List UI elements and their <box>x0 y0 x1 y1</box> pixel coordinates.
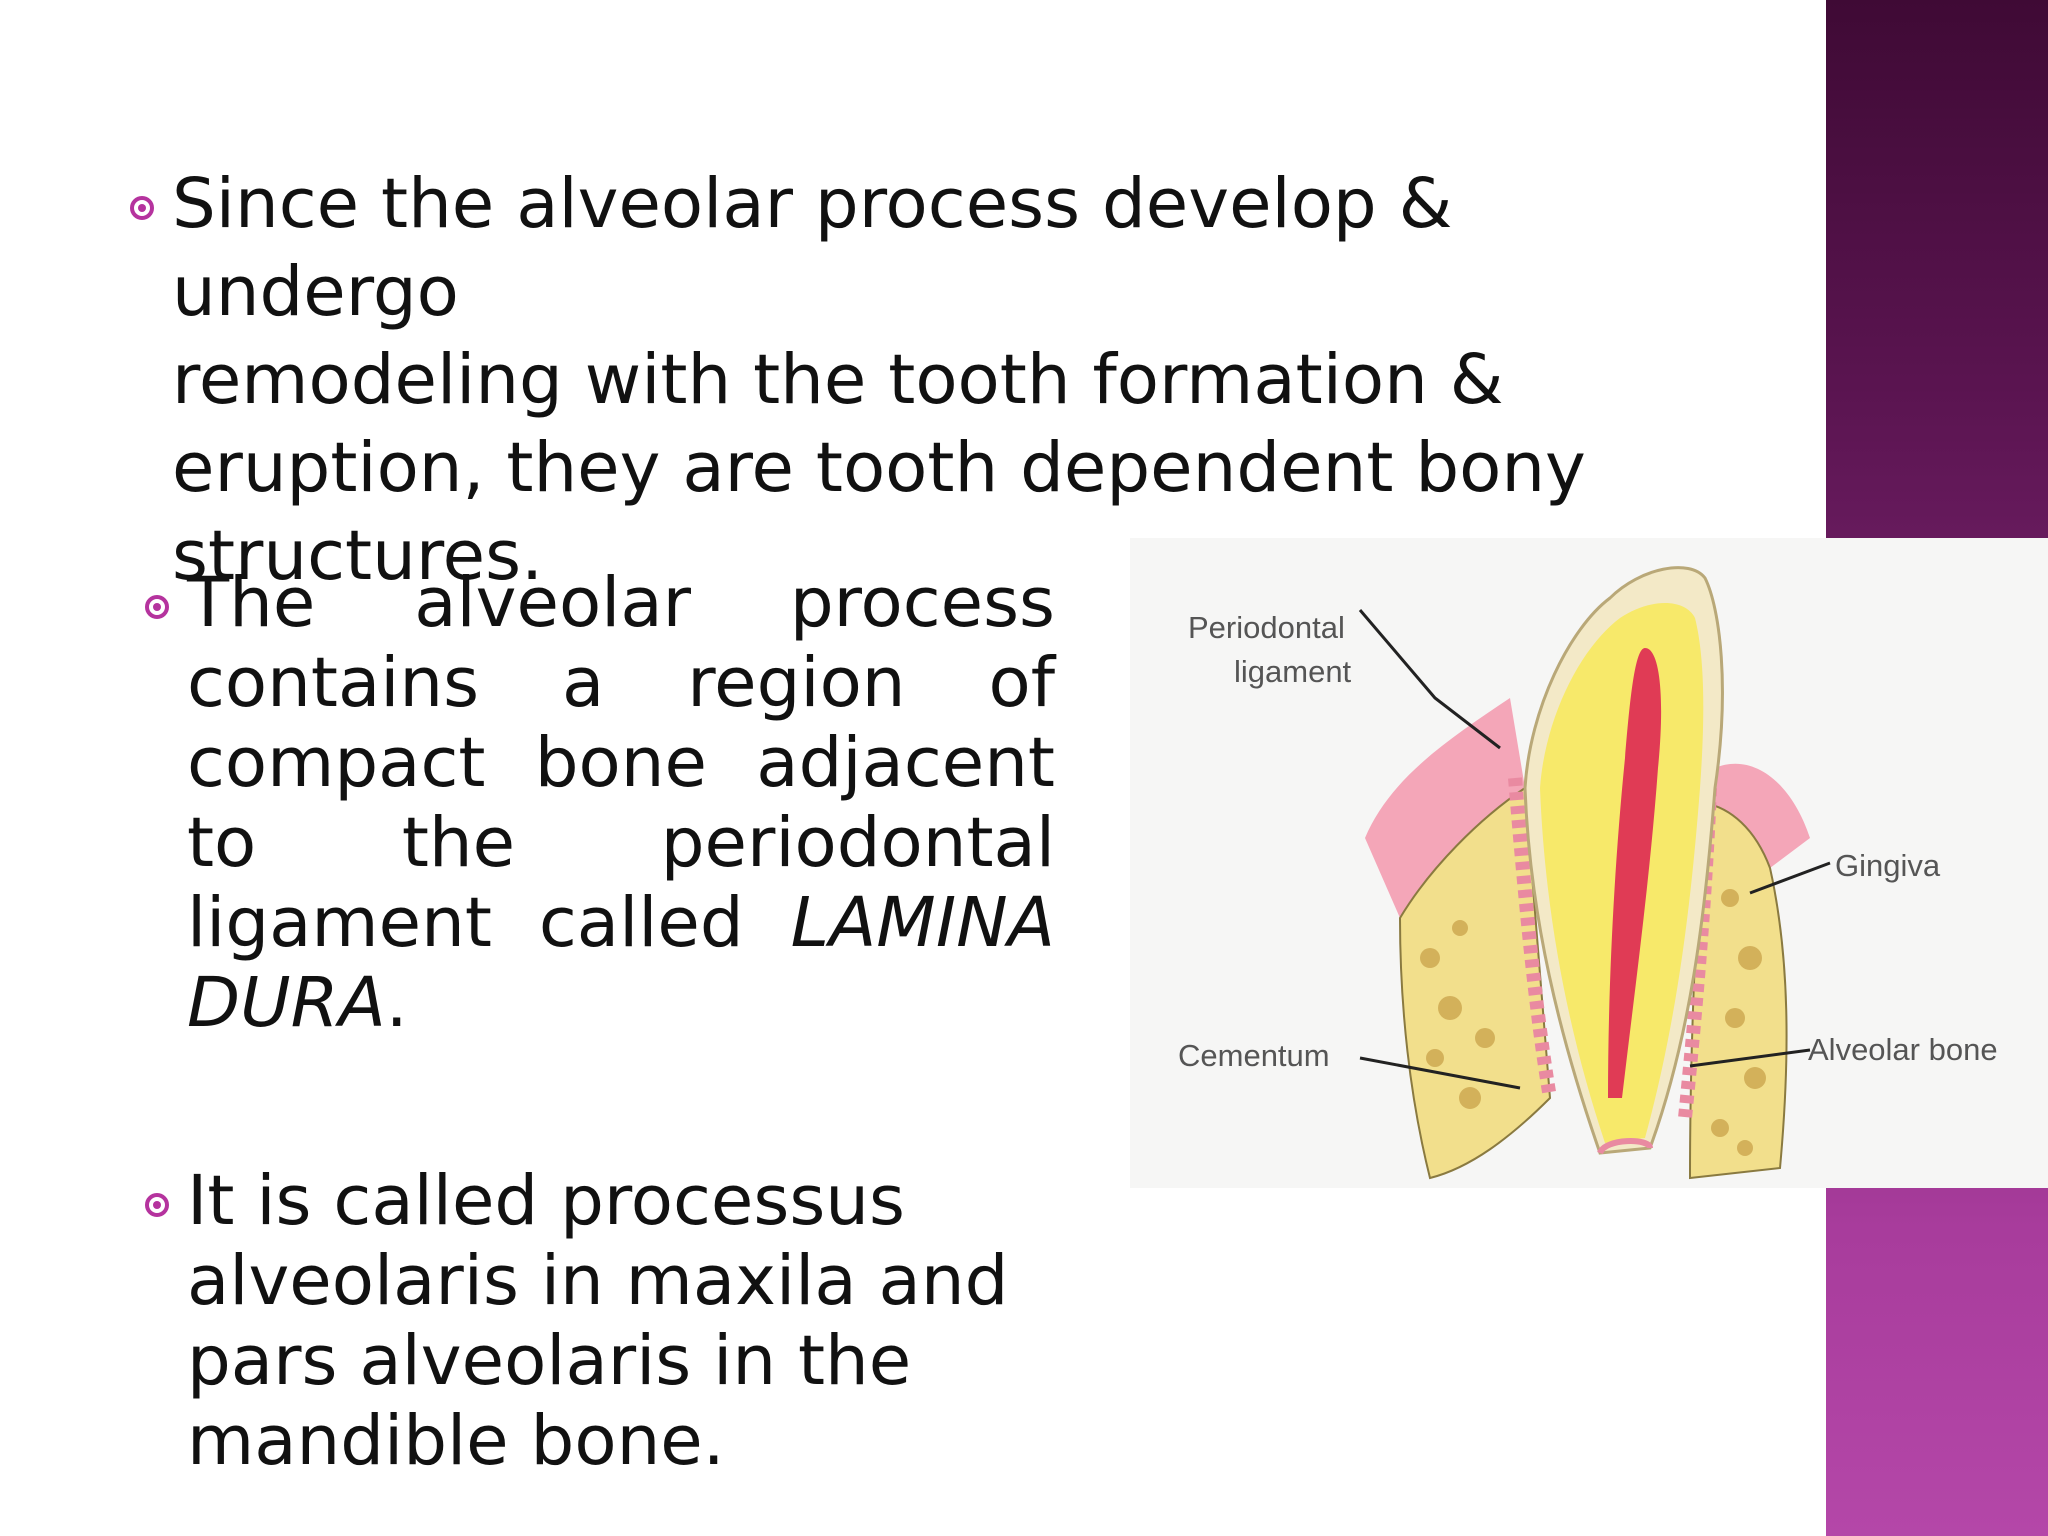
label-cementum: Cementum <box>1178 1038 1330 1073</box>
bullet-1-line-4: structures. <box>172 516 544 596</box>
dura-term: DURA <box>187 963 386 1043</box>
label-alveolar-bone: Alveolar bone <box>1808 1032 1998 1067</box>
bullet-2-text: The alveolar process contains a region o… <box>187 563 1055 1043</box>
bullet-1-text: Since the alveolar process develop & und… <box>172 160 1730 600</box>
circled-dot-icon <box>145 1193 169 1217</box>
circled-dot-icon <box>145 595 169 619</box>
bullet-2-line-1: The alveolar process <box>187 563 1055 643</box>
bullet-2-line-5: ligament called LAMINA <box>187 883 1055 963</box>
bullet-2-line-6: DURA. <box>187 963 1055 1043</box>
gingiva-left-shape <box>1365 698 1525 918</box>
bullet-point-3: It is called processus alveolaris in max… <box>145 1161 1105 1481</box>
bullet-2-line-4: to the periodontal <box>187 803 1055 883</box>
gingiva-right-shape <box>1705 763 1810 868</box>
bullet-3-line-3: pars alveolaris in the <box>187 1321 912 1401</box>
bullet-2-line-2: contains a region of <box>187 643 1055 723</box>
periodontal-ligament-left <box>1508 777 1557 1100</box>
label-gingiva: Gingiva <box>1835 848 1941 883</box>
label-ligament: ligament <box>1234 654 1352 689</box>
bullet-3-line-2: alveolaris in maxila and <box>187 1241 1009 1321</box>
cementum-shape <box>1597 1138 1653 1155</box>
bone-texture <box>1420 889 1766 1156</box>
bullet-2-period: . <box>385 963 408 1043</box>
bullet-3-line-1: It is called processus <box>187 1161 905 1241</box>
label-periodontal: Periodontal <box>1188 610 1345 645</box>
bullet-3-text: It is called processus alveolaris in max… <box>187 1161 1067 1481</box>
tooth-diagram: Periodontal ligament Gingiva Cementum Al… <box>1130 538 2048 1188</box>
tooth-illustration <box>1358 566 1831 1180</box>
pulp-shape <box>1608 648 1662 1098</box>
bullet-3-line-4: mandible bone. <box>187 1401 725 1481</box>
alveolar-bone-left-shape <box>1398 786 1552 1180</box>
bullet-point-2: The alveolar process contains a region o… <box>145 563 1075 1043</box>
lamina-term: LAMINA <box>790 883 1055 963</box>
bullet-2-line-5-text: ligament called <box>187 883 744 963</box>
bullet-1-line-2: remodeling with the tooth formation & <box>172 340 1504 420</box>
bullet-2-line-3: compact bone adjacent <box>187 723 1055 803</box>
circled-dot-icon <box>130 196 154 220</box>
leader-lines <box>1358 609 1831 1090</box>
bullet-1-line-3: eruption, they are tooth dependent bony <box>172 428 1586 508</box>
bullet-1-line-1: Since the alveolar process develop & und… <box>172 164 1453 332</box>
bullet-point-1: Since the alveolar process develop & und… <box>130 160 1730 600</box>
